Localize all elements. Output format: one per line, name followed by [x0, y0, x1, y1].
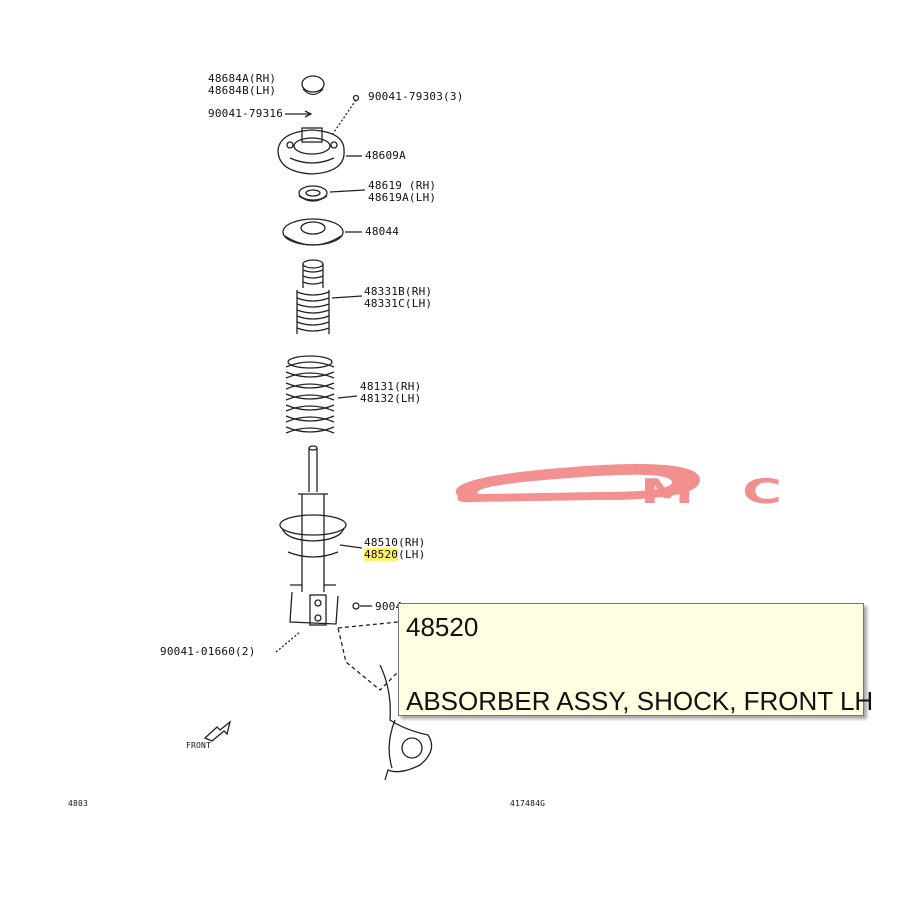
- label-48684a-line1: 48684A(RH): [208, 72, 277, 85]
- coil-spring-part: [285, 355, 358, 434]
- front-arrow-icon: [203, 720, 232, 742]
- footer-left-code: 4803: [68, 799, 89, 808]
- label-48684a[interactable]: 48684A(RH) 48684B(LH): [208, 73, 276, 97]
- label-90041-79316-line1: 90041-79316: [208, 107, 284, 120]
- watermark-text: MC: [640, 472, 830, 512]
- label-90041-79303[interactable]: 90041-79303(3): [368, 91, 464, 103]
- watermark-logo: MC: [455, 464, 830, 512]
- label-48131-line2: 48132(LH): [360, 392, 422, 405]
- label-9004-line1: 9004: [375, 600, 403, 613]
- label-48619[interactable]: 48619 (RH) 48619A(LH): [368, 180, 436, 204]
- label-48044[interactable]: 48044: [365, 226, 399, 238]
- front-label: FRONT: [186, 741, 212, 750]
- part-tooltip: 48520 ABSORBER ASSY, SHOCK, FRONT LH: [398, 603, 873, 716]
- label-48331b-line1: 48331B(RH): [364, 285, 433, 298]
- steering-knuckle-part: [337, 621, 433, 781]
- label-48510-line1: 48510(RH): [364, 536, 426, 549]
- label-48331b-line2: 48331C(LH): [364, 297, 433, 310]
- label-90041-01660[interactable]: 90041-01660(2): [160, 646, 256, 658]
- label-48520-highlight[interactable]: 48520: [364, 548, 399, 561]
- label-90041-79303-line1: 90041-79303(3): [368, 90, 464, 103]
- label-48609a-line1: 48609A: [365, 149, 406, 162]
- label-48609a[interactable]: 48609A: [365, 150, 406, 162]
- label-48619-line2: 48619A(LH): [368, 191, 437, 204]
- label-48044-line1: 48044: [365, 225, 400, 238]
- label-9004[interactable]: 9004: [375, 601, 402, 613]
- label-48684a-line2: 48684B(LH): [208, 84, 277, 97]
- label-90041-79316[interactable]: 90041-79316: [208, 108, 283, 120]
- tooltip-part-code: 48520: [406, 612, 479, 642]
- label-48619-line1: 48619 (RH): [368, 179, 437, 192]
- label-48520-suffix: (LH): [398, 548, 426, 561]
- tooltip-part-description: ABSORBER ASSY, SHOCK, FRONT LH: [406, 686, 874, 716]
- footer-mid-code: 417484G: [510, 799, 546, 808]
- label-48520-line2: 48520(LH): [364, 548, 426, 561]
- spring-seat-part: [282, 218, 362, 246]
- shock-absorber-part: [279, 445, 363, 626]
- bearing-part: [298, 185, 366, 202]
- label-90041-01660-line1: 90041-01660(2): [160, 645, 256, 658]
- bump-stopper-part: [296, 259, 363, 334]
- label-48131-line1: 48131(RH): [360, 380, 422, 393]
- support-mount-part: [277, 127, 362, 175]
- label-48510[interactable]: 48510(RH) 48520(LH): [364, 537, 425, 561]
- label-48331b[interactable]: 48331B(RH) 48331C(LH): [364, 286, 432, 310]
- cap-nut-part: [301, 75, 325, 96]
- label-48131[interactable]: 48131(RH) 48132(LH): [360, 381, 421, 405]
